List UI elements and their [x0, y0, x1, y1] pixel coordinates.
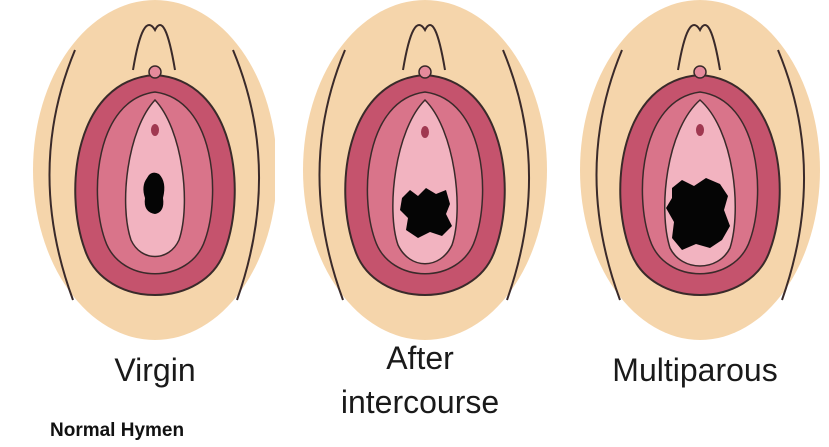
hymen-illustration-after-intercourse	[290, 0, 550, 340]
urethral-opening	[151, 124, 159, 136]
clitoris	[149, 66, 161, 78]
hymenal-opening	[666, 178, 730, 250]
urethral-opening	[696, 124, 704, 136]
diagram-panel-after-intercourse	[290, 0, 550, 340]
caption-line: Multiparous	[580, 348, 810, 392]
caption-multiparous: Multiparous	[580, 348, 810, 392]
urethral-opening	[421, 126, 429, 138]
caption-after-intercourse: After intercourse	[310, 336, 530, 424]
hymenal-opening	[400, 188, 452, 238]
diagram-panel-virgin	[15, 0, 275, 340]
caption-line: Virgin	[55, 348, 255, 392]
caption-virgin: Virgin	[55, 348, 255, 392]
caption-line: intercourse	[310, 380, 530, 424]
hymen-illustration-multiparous	[560, 0, 820, 340]
clitoris	[419, 66, 431, 78]
footer-label: Normal Hymen	[50, 420, 184, 442]
hymenal-opening	[143, 173, 164, 214]
diagram-panel-multiparous	[560, 0, 820, 340]
clitoris	[694, 66, 706, 78]
hymen-illustration-virgin	[15, 0, 275, 340]
caption-line: After	[310, 336, 530, 380]
